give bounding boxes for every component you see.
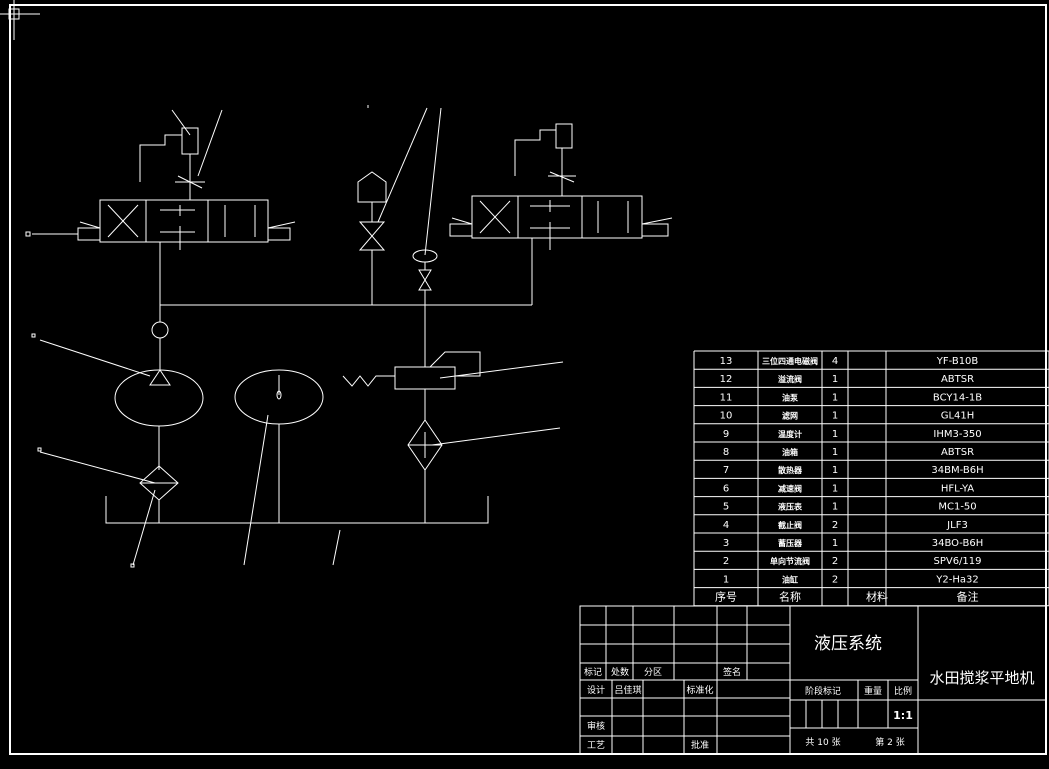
- table-cell-qty: 1: [832, 447, 838, 458]
- reducing-valve: [394, 366, 456, 390]
- table-cell-remark: ABTSR: [941, 374, 974, 385]
- standard-label: 标准化: [686, 684, 713, 696]
- right-directional-valve: [449, 123, 673, 250]
- table-cell-remark: MC1-50: [938, 502, 976, 513]
- table-cell-remark: BCY14-1B: [933, 392, 982, 403]
- designer-name: 吕佳琪: [614, 684, 641, 696]
- table-header-remark: 备注: [957, 590, 979, 604]
- table-cell-name: 蓄压器: [778, 538, 803, 548]
- table-cell-qty: 1: [832, 374, 838, 385]
- approve-label: 批准: [691, 739, 709, 751]
- drawing-border: [9, 4, 1047, 755]
- table-cell-no: 12: [720, 374, 733, 385]
- table-cell-qty: 1: [832, 465, 838, 476]
- table-cell-name: 减速阀: [778, 483, 802, 493]
- table-header-name: 名称: [779, 590, 801, 604]
- drawing-title: 液压系统: [814, 634, 882, 654]
- table-cell-remark: Y2-Ha32: [935, 574, 978, 585]
- table-cell-name: 散热器: [778, 465, 803, 475]
- table-cell-qty: 1: [832, 411, 838, 422]
- table-cell-qty: 2: [832, 520, 838, 531]
- table-cell-name: 截止阀: [778, 520, 802, 530]
- mark-label: 标记: [584, 666, 602, 678]
- weight-label: 重量: [864, 685, 882, 697]
- table-cell-no: 9: [723, 429, 729, 440]
- table-cell-name: 液压表: [778, 502, 803, 512]
- check-valve: [151, 321, 169, 339]
- process-label: 工艺: [587, 740, 605, 751]
- table-cell-remark: 34BO-B6H: [932, 538, 984, 549]
- tank-ellipse-left: [114, 369, 204, 427]
- table-cell-remark: GL41H: [941, 411, 975, 422]
- pressure-gauge: [412, 249, 438, 291]
- zone-label: 分区: [644, 667, 662, 678]
- table-cell-qty: 1: [832, 538, 838, 549]
- table-cell-no: 4: [723, 520, 729, 531]
- table-cell-no: 1: [723, 574, 729, 585]
- crosshair-cursor-icon: [0, 0, 40, 40]
- table-cell-name: 三位四通电磁阀: [762, 356, 818, 366]
- table-cell-name: 滤网: [782, 411, 798, 421]
- accumulator-with-cutoff-valve: [357, 105, 442, 256]
- table-cell-remark: JLF3: [946, 520, 968, 531]
- table-cell-name: 温度计: [778, 429, 802, 439]
- hydraulic-schematic: [25, 105, 673, 568]
- machine-name: 水田搅浆平地机: [929, 669, 1034, 687]
- table-cell-name: 油缸: [782, 574, 798, 584]
- table-cell-no: 6: [723, 483, 729, 494]
- table-cell-remark: 34BM-B6H: [931, 465, 983, 476]
- table-cell-no: 2: [723, 556, 729, 567]
- table-cell-qty: 1: [832, 429, 838, 440]
- table-cell-no: 11: [720, 392, 733, 403]
- sheet-number: 第 2 张: [875, 736, 904, 748]
- oil-tank: [105, 496, 489, 524]
- table-cell-no: 5: [723, 502, 729, 513]
- table-cell-qty: 2: [832, 556, 838, 567]
- table-cell-name: 油泵: [782, 392, 798, 402]
- left-directional-valve: [25, 109, 296, 250]
- design-label: 设计: [587, 684, 605, 696]
- review-label: 审核: [587, 720, 605, 732]
- table-cell-no: 3: [723, 538, 729, 549]
- scale-label: 比例: [894, 685, 912, 697]
- table-header-material: 材料: [866, 590, 888, 604]
- table-cell-qty: 1: [832, 502, 838, 513]
- table-header-no: 序号: [715, 590, 737, 604]
- table-cell-no: 10: [720, 411, 733, 422]
- table-cell-name: 油箱: [782, 447, 798, 457]
- sign-label: 签名: [723, 666, 741, 678]
- table-cell-no: 8: [723, 447, 729, 458]
- table-cell-remark: HFL-YA: [941, 483, 974, 494]
- table-cell-remark: YF-B10B: [936, 356, 979, 367]
- table-cell-remark: ABTSR: [941, 447, 974, 458]
- table-cell-qty: 1: [832, 483, 838, 494]
- table-cell-name: 单向节流阀: [770, 556, 810, 566]
- table-cell-name: 溢流阀: [778, 374, 802, 384]
- table-cell-remark: SPV6/119: [933, 556, 981, 567]
- count-label: 处数: [611, 666, 629, 678]
- table-cell-qty: 2: [832, 574, 838, 585]
- scale-value: 1:1: [893, 709, 913, 722]
- table-cell-qty: 4: [832, 356, 838, 367]
- sheets-total: 共 10 张: [805, 737, 840, 748]
- table-cell-remark: IHM3-350: [933, 429, 981, 440]
- table-cell-no: 13: [720, 356, 733, 367]
- table-cell-no: 7: [723, 465, 729, 476]
- title-block: 液压系统 水田搅浆平地机 标记 处数 分区 签名 设计 吕佳琪 标准化 审核 工…: [579, 605, 1047, 755]
- stage-label: 阶段标记: [805, 685, 841, 697]
- table-cell-qty: 1: [832, 392, 838, 403]
